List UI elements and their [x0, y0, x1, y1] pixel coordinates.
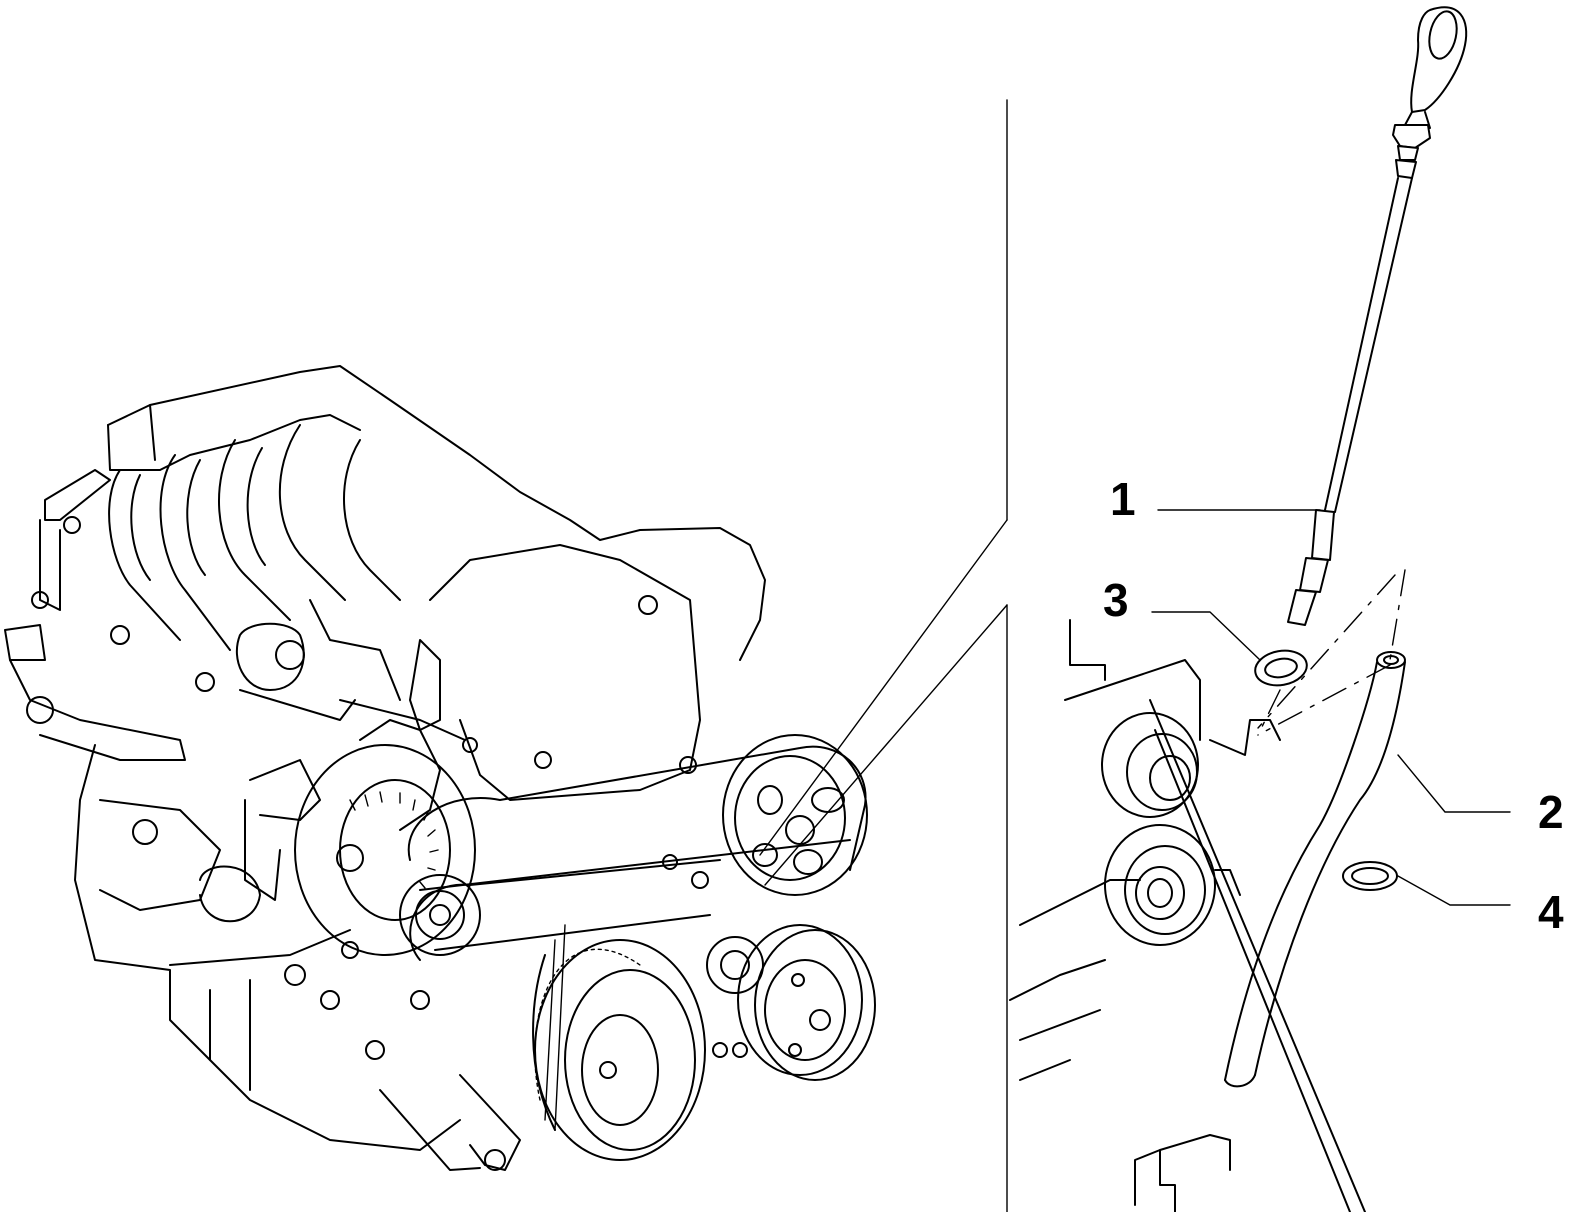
washer-lower[interactable] — [1342, 861, 1398, 891]
upper-pulley — [722, 734, 868, 896]
callout-1: 1 — [1110, 473, 1136, 525]
alternator — [294, 719, 476, 956]
dipstick-tube[interactable] — [1224, 651, 1406, 1088]
crankshaft-pulley — [532, 924, 706, 1161]
callout-2: 2 — [1538, 786, 1564, 838]
block-detail — [1009, 619, 1366, 1212]
detail-leader-lines — [759, 99, 1008, 1212]
callout-3: 3 — [1103, 574, 1129, 626]
callout-4: 4 — [1538, 886, 1564, 938]
dipstick[interactable] — [1287, 6, 1468, 626]
washer-upper[interactable] — [1252, 647, 1309, 690]
engine-assembly — [4, 365, 876, 1171]
lower-right-pulley — [737, 924, 876, 1081]
callout-leaders — [1151, 509, 1511, 906]
alignment-guide — [1257, 569, 1406, 736]
